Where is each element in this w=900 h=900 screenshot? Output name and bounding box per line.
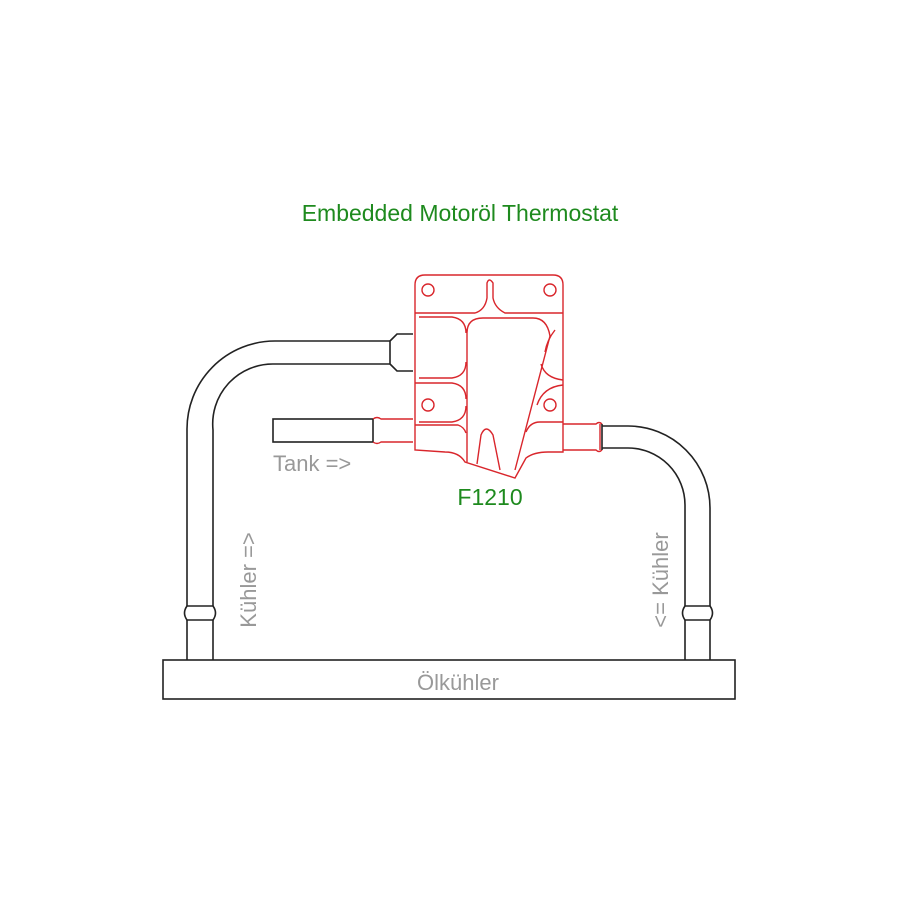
thermostat-housing	[414, 274, 564, 479]
tank-label: Tank =>	[273, 451, 351, 476]
oil-cooler-label: Ölkühler	[417, 670, 499, 695]
tank-pipe	[272, 416, 413, 445]
cooler-out-label: <= Kühler	[648, 532, 673, 627]
right-cooler-pipe	[563, 421, 714, 660]
cooler-in-label: Kühler =>	[236, 532, 261, 627]
oil-cooler	[162, 659, 736, 700]
left-cooler-pipe	[183, 333, 413, 660]
diagram-title: Embedded Motoröl Thermostat	[302, 200, 619, 226]
thermostat-label: F1210	[457, 484, 522, 510]
